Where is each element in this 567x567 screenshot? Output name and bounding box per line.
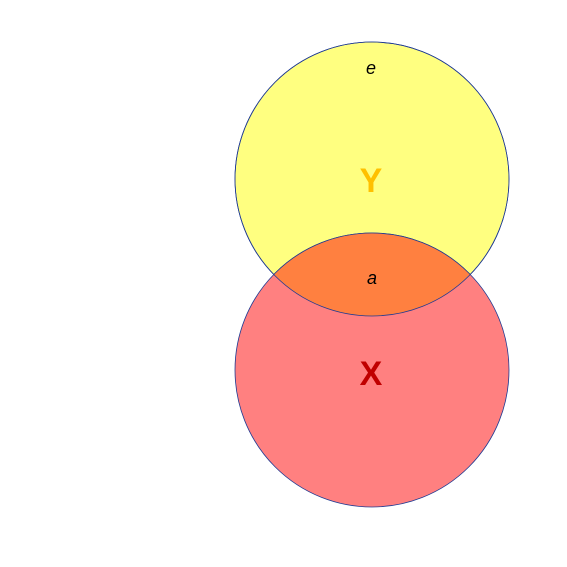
region-label-y-only: e — [366, 58, 376, 78]
set-y-outline — [234, 41, 510, 317]
region-label-intersection: a — [367, 268, 377, 288]
set-x-label: X — [360, 355, 383, 393]
set-y-label: Y — [360, 162, 383, 200]
